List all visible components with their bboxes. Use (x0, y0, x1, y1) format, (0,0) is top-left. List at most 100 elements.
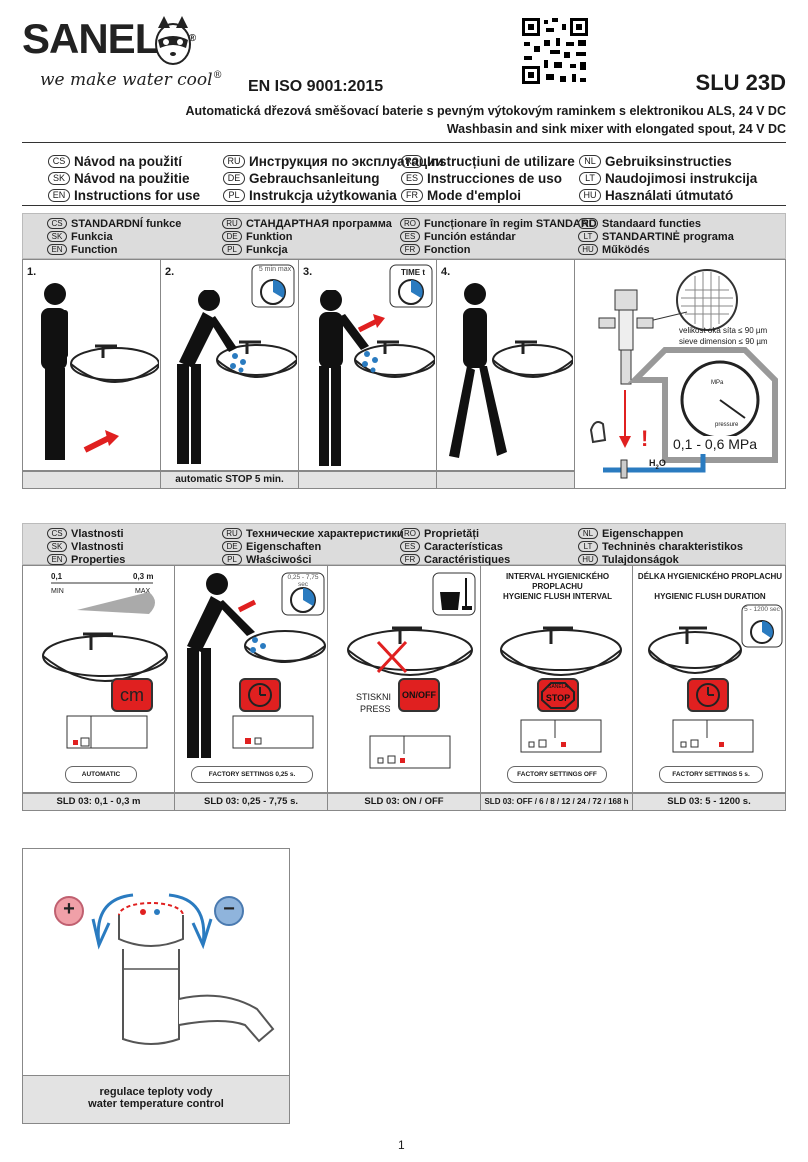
sld-onoff: SLD 03: ON / OFF (327, 793, 481, 811)
page-number: 1 (398, 1138, 405, 1152)
interval-title-cs: INTERVAL HYGIENICKÉHO PROPLACHU (505, 572, 610, 591)
flush-duration-panel: DÉLKA HYGIENICKÉHO PROPLACHU HYGIENIC FL… (632, 565, 786, 793)
language-code-badge: LT (578, 541, 598, 552)
range-max-label: MAX (135, 588, 151, 595)
language-label: Működés (602, 243, 650, 256)
step-4-caption (436, 471, 575, 489)
sld-duration: SLD 03: 5 - 1200 s. (632, 793, 786, 811)
person-leaving-icon (449, 283, 573, 458)
language-code-badge: PL (222, 244, 242, 255)
language-label: Funcționare în regim STANDARD (424, 217, 597, 230)
language-label: Características (424, 540, 503, 553)
temperature-caption-en: water temperature control (88, 1098, 224, 1110)
language-code-badge: EN (47, 554, 67, 565)
language-code-badge: DE (222, 541, 242, 552)
faucet-illustration (54, 893, 275, 1045)
language-code-badge: NL (578, 528, 598, 539)
lang-es: ES Instrucciones de uso (401, 170, 579, 186)
language-code-badge: CS (47, 218, 67, 229)
step-number: 1. (27, 266, 37, 278)
pressure-range: 0,1 - 0,6 MPa (673, 436, 758, 452)
lang-ru: RU Инструкция по эксплуатации (223, 153, 444, 169)
timer-label: TIME t (401, 268, 425, 277)
language-label: Instrucțiuni de utilizare (427, 153, 575, 169)
language-label: Vlastnosti (71, 527, 124, 540)
language-label: Funkcja (246, 243, 288, 256)
language-code-badge: FR (400, 554, 420, 565)
language-label: STANDARDNÍ funkce (71, 217, 182, 230)
func-cs: CS STANDARDNÍ funkce (47, 217, 222, 230)
language-label: Vlastnosti (71, 540, 124, 553)
filter-house-diagram (589, 269, 778, 479)
sensitivity-panel: 0,25 - 7,75 sec FACTORY SETTINGS 0,25 s. (174, 565, 328, 793)
stop-brand: SANELA (548, 684, 568, 690)
language-label: Instrukcja użytkowania (249, 187, 397, 203)
language-label: Mode d'emploi (427, 187, 521, 203)
language-label: STANDARTINĖ programa (602, 230, 734, 243)
language-label: Instructions for use (74, 187, 201, 203)
step-number: 3. (303, 266, 313, 278)
language-code-badge: RO (400, 218, 420, 229)
hot-cold-dots-icon (140, 909, 160, 915)
lang-en: EN Instructions for use (48, 187, 223, 203)
person-washing-icon (177, 290, 297, 464)
language-label: Standaard functies (602, 217, 702, 230)
stop-sign-icon (541, 682, 575, 709)
timer-025-icon (281, 572, 325, 616)
subtitle-en: Washbasin and sink mixer with elongated … (446, 122, 786, 136)
interval-title-en: HYGIENIC FLUSH INTERVAL (502, 592, 613, 601)
cleaning-bucket-icon (432, 572, 476, 616)
iso-standard: EN ISO 9001:2015 (248, 78, 384, 95)
language-label: Instrucciones de uso (427, 170, 563, 186)
language-code-badge: NL (579, 154, 601, 168)
sink-icon (500, 626, 622, 676)
language-code-badge: EN (48, 188, 70, 202)
plus-icon: + (63, 898, 75, 920)
sink-crossed-icon (347, 626, 473, 676)
flush-interval-panel: INTERVAL HYGIENICKÉHO PROPLACHU HYGIENIC… (480, 565, 633, 793)
language-code-badge: RO (400, 528, 420, 539)
language-code-badge: RU (222, 218, 242, 229)
control-unit-icon (672, 719, 754, 753)
language-code-badge: RU (223, 154, 245, 168)
language-code-badge: ES (400, 231, 420, 242)
divider (22, 205, 786, 206)
func-ro: RO Funcționare în regim STANDARD (400, 217, 597, 230)
factory-off-button: FACTORY SETTINGS OFF (507, 766, 607, 783)
language-code-badge: PL (223, 188, 245, 202)
language-code-badge: ES (401, 171, 423, 185)
model-number: SLU 23D (695, 70, 786, 95)
language-code-badge: FR (400, 244, 420, 255)
sld-range: SLD 03: 0,1 - 0,3 m (22, 793, 175, 811)
func-es: ES Función estándar (400, 230, 578, 243)
duration-title-en: HYGIENIC FLUSH DURATION (654, 592, 766, 601)
temperature-caption-cs: regulace teploty vody (99, 1086, 213, 1098)
raccoon-mascot-icon (155, 16, 191, 65)
language-label: Инструкция по эксплуатации (249, 153, 444, 169)
language-label: Función estándar (424, 230, 516, 243)
language-code-badge: LT (578, 231, 598, 242)
language-label: Funkcia (71, 230, 113, 243)
person-approach-icon (41, 283, 159, 460)
language-code-badge: RU (222, 528, 242, 539)
language-label: Właściwości (246, 553, 312, 566)
